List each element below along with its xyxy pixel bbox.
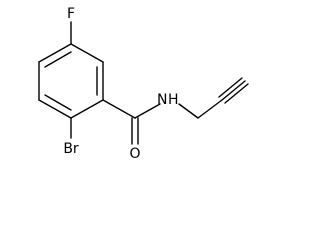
ring-bond-c4-c5 [38, 99, 72, 119]
ring-inner-double-bond-3 [44, 94, 72, 111]
alkyne-triple-bond [218, 77, 249, 104]
alkyne-bond-line-2 [221, 80, 246, 101]
bond-carbonyl-n [134, 103, 161, 119]
hydrogen-atom-label: H [168, 92, 179, 108]
bond-ch2-c [197, 99, 223, 119]
ring-inner-double-bond-1 [44, 51, 72, 68]
benzene-ring [38, 43, 104, 119]
bond-n-ch2 [178, 103, 199, 119]
nitrogen-atom-label: N [157, 92, 167, 108]
bromine-atom-label: Br [63, 141, 79, 157]
alkyne-bond-line-1 [218, 77, 243, 98]
oxygen-atom-label: O [129, 146, 140, 162]
bond-ring-carbonyl [102, 99, 136, 119]
alkyne-bond-line-3 [224, 83, 249, 104]
ring-bond-c1-c2 [38, 43, 72, 63]
ring-bond-c3a-c4 [70, 99, 104, 119]
structure-diagram: F Br O N H [38, 6, 249, 162]
ring-bond-c2-c3 [70, 43, 104, 63]
fluorine-atom-label: F [67, 6, 75, 22]
